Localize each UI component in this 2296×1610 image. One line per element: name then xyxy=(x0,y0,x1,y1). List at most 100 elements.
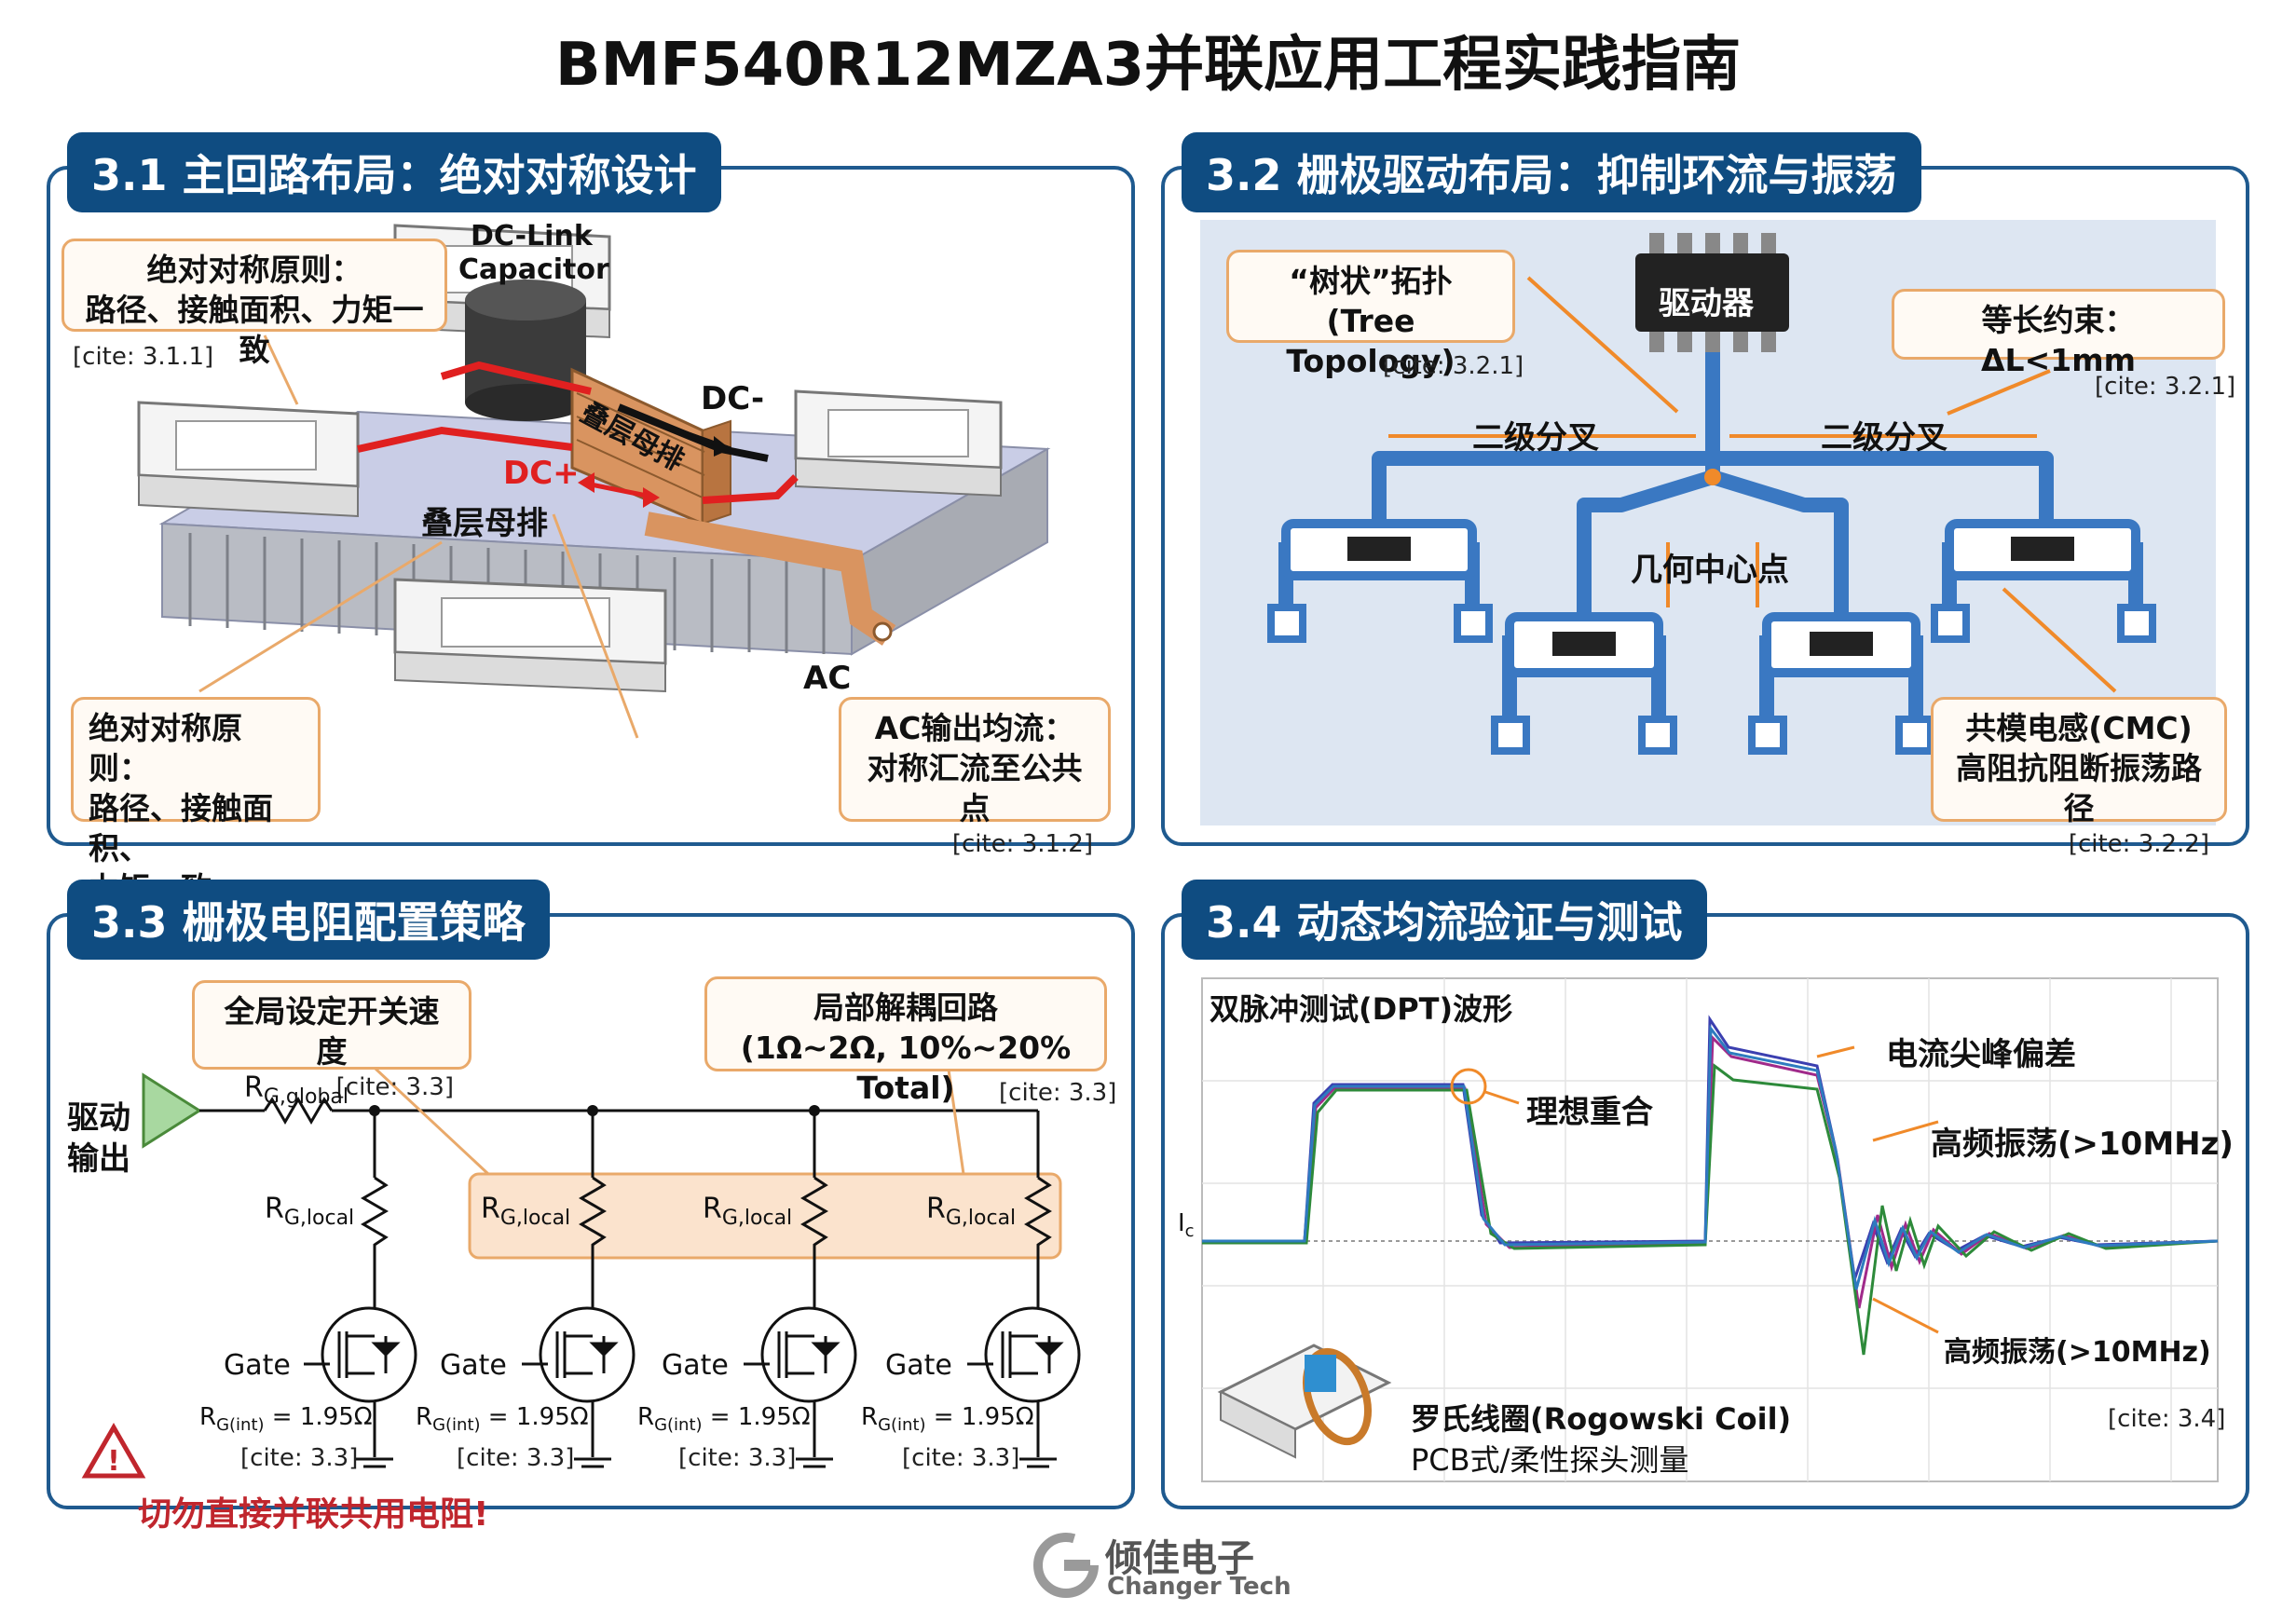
driver-output-label-2: 输出 xyxy=(67,1140,130,1178)
leader-lines xyxy=(198,334,639,739)
ic-sub: c xyxy=(1184,1221,1195,1242)
power-module-left xyxy=(137,401,360,518)
rg-int-main-1: R xyxy=(199,1403,217,1431)
cmc-line2: 高阻抗阻断振荡路径 xyxy=(1956,749,2202,826)
gate-label-3: Gate xyxy=(662,1349,729,1382)
equal-length-text: 等长约束：ΔL<1mm xyxy=(1981,302,2136,378)
rg-int-value-3: = 1.95Ω xyxy=(702,1403,811,1431)
geometric-center-point xyxy=(1704,469,1721,485)
driver-chip-label: 驱动器 xyxy=(1659,285,1754,322)
local-resistor-highlight xyxy=(468,1172,1062,1260)
callout-local-decouple: 局部解耦回路 (1Ω~2Ω, 10%~20% Total) xyxy=(704,976,1107,1106)
rg-local-sub-3: G,local xyxy=(721,1207,793,1230)
rg-int-label-2: RG(int) = 1.95Ω xyxy=(416,1403,589,1435)
dc-plus-label: DC+ xyxy=(503,455,580,492)
ic-axis-label: Ic xyxy=(1178,1209,1195,1241)
schematic-wires xyxy=(199,1097,1057,1468)
rg-local-label-2: RG,local xyxy=(481,1193,570,1230)
svg-text:!: ! xyxy=(107,1445,120,1478)
callout-equal-length: 等长约束：ΔL<1mm xyxy=(1892,289,2225,378)
rg-local-label-1: RG,local xyxy=(265,1193,354,1230)
rg-local-main-1: R xyxy=(265,1193,284,1225)
rg-local-sub-4: G,local xyxy=(945,1207,1017,1230)
chart-annotations xyxy=(1450,1045,1939,1334)
global-speed-text: 全局设定开关速度 xyxy=(224,993,440,1070)
brand-name-en: Changer Tech xyxy=(1107,1573,1292,1601)
local-decouple-line1: 局部解耦回路 xyxy=(813,989,998,1026)
rg-local-label-4: RG,local xyxy=(926,1193,1016,1230)
panel-heading-3-2: 3.2 栅极驱动布局：抑制环流与振荡 xyxy=(1182,132,1921,212)
warning-icon: ! xyxy=(81,1422,146,1479)
gate-resistor-schematic: ! xyxy=(81,1042,1081,1479)
rogowski-module xyxy=(1217,1344,1392,1459)
gate-circuit-1 xyxy=(1267,519,1493,643)
power-module-right xyxy=(794,389,1003,498)
rg-int-value-2: = 1.95Ω xyxy=(480,1403,589,1431)
rg-local-sub-1: G,local xyxy=(283,1207,355,1230)
rg-global-sub: G,global xyxy=(263,1085,348,1109)
panel-heading-3-1: 3.1 主回路布局：绝对对称设计 xyxy=(67,132,721,212)
panel-heading-3-3: 3.3 栅极电阻配置策略 xyxy=(67,880,550,960)
callout-tree-topology: “树状”拓扑 (Tree Topology) xyxy=(1226,250,1515,379)
cite-3-3-global: [cite: 3.3] xyxy=(335,1072,454,1101)
warning-text: 切勿直接并联共用电阻! xyxy=(138,1495,489,1534)
cite-3-3-4: [cite: 3.3] xyxy=(902,1444,1020,1472)
gate-label-2: Gate xyxy=(440,1349,507,1382)
rg-int-label-1: RG(int) = 1.95Ω xyxy=(199,1403,373,1435)
dc-link-label-2: Capacitor xyxy=(458,253,609,286)
cite-3-2-2: [cite: 3.2.2] xyxy=(2068,829,2209,858)
rg-local-main-4: R xyxy=(926,1193,946,1225)
rg-int-sub-2: G(int) xyxy=(432,1415,481,1436)
rg-int-sub-1: G(int) xyxy=(216,1415,265,1436)
cite-3-2-1-b: [cite: 3.2.1] xyxy=(2095,373,2236,401)
rg-global-main: R xyxy=(244,1071,264,1104)
rg-int-main-4: R xyxy=(861,1403,879,1431)
cite-3-3-3: [cite: 3.3] xyxy=(678,1444,797,1472)
callout-ac-output: AC输出均流： 对称汇流至公共点 [cite: 3.1.2] xyxy=(839,697,1111,858)
current-arrows xyxy=(578,416,731,508)
ideal-overlap-label: 理想重合 xyxy=(1526,1094,1653,1131)
cite-3-4: [cite: 3.4] xyxy=(2108,1405,2226,1433)
busbar-label-2: 叠层母排 xyxy=(421,505,548,542)
rg-int-main-2: R xyxy=(416,1403,433,1431)
rg-local-main-3: R xyxy=(703,1193,722,1225)
hf-oscillation-label-2: 高频振荡(>10MHz) xyxy=(1944,1336,2211,1369)
callout-symmetry-bottom: 绝对对称原则： 路径、接触面积、 力矩一致 xyxy=(71,697,321,907)
rg-int-main-3: R xyxy=(637,1403,655,1431)
branch-label-left: 二级分叉 xyxy=(1472,419,1599,457)
cite-3-3-2: [cite: 3.3] xyxy=(457,1444,575,1472)
rogowski-label: 罗氏线圈(Rogowski Coil) xyxy=(1411,1401,1792,1437)
driver-chip xyxy=(1635,233,1789,352)
brand-logo: 倾佳电子 Changer Tech xyxy=(1032,1528,1292,1603)
ic-main: I xyxy=(1178,1209,1185,1237)
gate-label-1: Gate xyxy=(224,1349,291,1382)
brand-name-cn: 倾佳电子 xyxy=(1105,1537,1254,1580)
rg-int-value-1: = 1.95Ω xyxy=(264,1403,373,1431)
cite-3-1-1: [cite: 3.1.1] xyxy=(73,343,214,371)
rg-int-sub-3: G(int) xyxy=(654,1415,703,1436)
cite-3-3-1: [cite: 3.3] xyxy=(240,1444,359,1472)
ac-label: AC xyxy=(803,660,852,697)
driver-output-label-1: 驱动 xyxy=(67,1099,130,1137)
power-module-bottom xyxy=(393,578,667,693)
callout-cmc: 共模电感(CMC) 高阻抗阻断振荡路径 [cite: 3.2.2] xyxy=(1931,697,2227,858)
tree-topology-line1: “树状”拓扑 xyxy=(1289,263,1453,299)
chart-grid xyxy=(1202,978,2218,1481)
rg-int-label-4: RG(int) = 1.95Ω xyxy=(861,1403,1034,1435)
cite-3-1-2: [cite: 3.1.2] xyxy=(951,829,1093,858)
rg-local-main-2: R xyxy=(481,1193,500,1225)
local-decouple-line2: (1Ω~2Ω, 10%~20% Total) xyxy=(740,1029,1072,1106)
rg-int-value-4: = 1.95Ω xyxy=(925,1403,1034,1431)
gate-circuit-3 xyxy=(1748,612,1934,755)
rg-int-sub-4: G(int) xyxy=(878,1415,926,1436)
callout-symmetry-top-line1: 绝对对称原则： xyxy=(146,252,362,288)
branch-label-right: 二级分叉 xyxy=(1821,419,1948,457)
callout-symmetry-top: 绝对对称原则： 路径、接触面积、力矩一致 xyxy=(62,239,447,368)
tree-topology-line2: (Tree Topology) xyxy=(1286,302,1456,379)
chart-title: 双脉冲测试(DPT)波形 xyxy=(1210,991,1513,1027)
waveforms xyxy=(1202,1015,2219,1356)
callout-symmetry-bottom-line2: 路径、接触面积、 xyxy=(89,789,273,866)
current-spike-label: 电流尖峰偏差 xyxy=(1886,1036,2076,1073)
cite-3-3-local: [cite: 3.3] xyxy=(999,1079,1117,1107)
